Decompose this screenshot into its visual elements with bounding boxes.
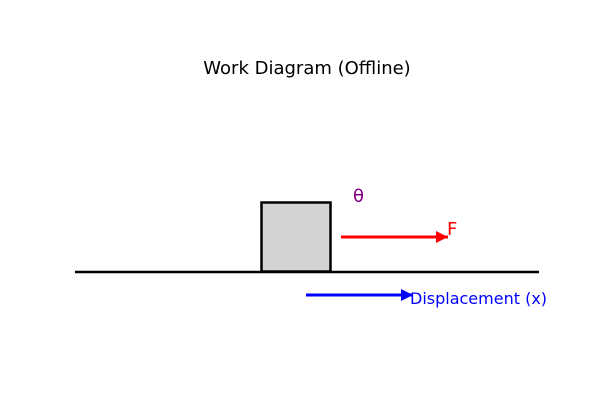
block (260, 201, 332, 273)
displacement-label: Displacement (x) (410, 289, 547, 308)
angle-label: θ (353, 186, 364, 207)
diagram-title: Work Diagram (Offline) (203, 58, 411, 79)
force-label: F (447, 219, 457, 240)
